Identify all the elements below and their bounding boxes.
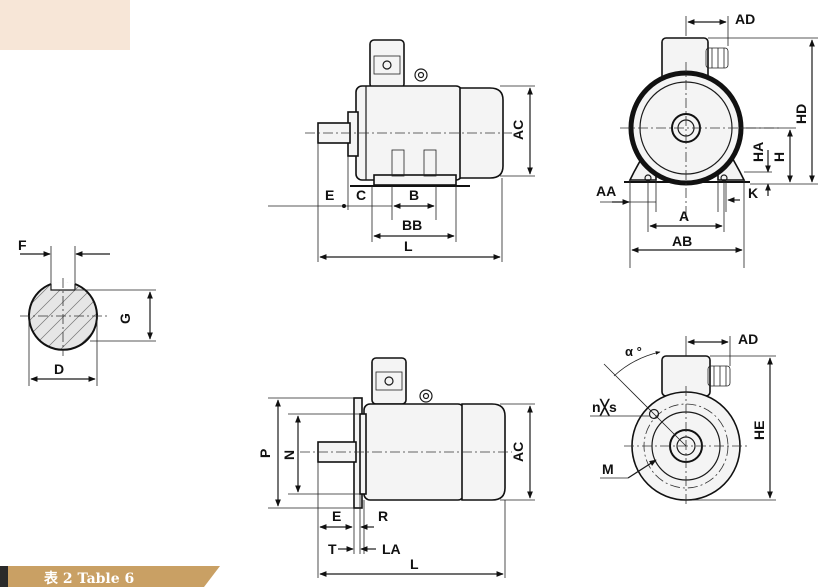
label-bb: BB [402,217,422,233]
bolt-hole-icon [648,408,660,420]
label-m: M [602,461,614,477]
label-hd: HD [793,104,809,124]
label-ac-top: AC [510,120,526,140]
label-e-bottom: E [332,508,341,524]
label-b: B [409,187,419,203]
footer-table-tab: 表 2 Table 6 [0,566,220,587]
side-view-foot-mounted: AC E C B BB L [268,39,535,262]
label-f: F [18,237,27,253]
label-l-bottom: L [410,556,419,572]
terminal-screw-icon [382,60,392,70]
label-p: P [257,449,273,458]
label-a: A [679,208,689,224]
shaft-cross-section: F G D [18,237,156,386]
terminal-box [369,39,405,89]
label-k: K [748,185,758,201]
label-he: HE [751,421,767,440]
terminal-box-flange [371,357,407,405]
label-n: N [281,450,297,460]
label-e-top: E [325,187,334,203]
mounting-feet [373,174,457,186]
label-nxs: n╳s [592,398,617,416]
label-alpha: α ° [625,344,642,359]
shaft-outline [28,283,98,351]
terminal-box-plug [373,55,401,75]
label-la: LA [382,541,401,557]
lifting-eye-flange-icon [419,389,433,403]
lifting-eye-icon [414,68,428,82]
label-ac-bottom: AC [510,442,526,462]
background-glow [0,0,130,50]
label-ha: HA [750,142,766,162]
label-t: T [328,541,337,557]
label-c: C [356,187,366,203]
label-ab: AB [672,233,692,249]
label-aa: AA [596,183,616,199]
label-d: D [54,361,64,377]
label-h: H [771,152,787,162]
side-view-flange-mounted: AC P N E R T LA L [257,357,535,578]
label-l-top: L [404,238,413,254]
label-ad-bottom: AD [738,331,758,347]
footer-tab-text: 表 2 Table 6 [43,570,134,587]
label-ad-top: AD [735,11,755,27]
label-r: R [378,508,388,524]
label-g: G [117,313,133,324]
front-view-foot-mounted: AD HD H HA AA K A AB [596,11,818,268]
front-view-flange-mounted: α ° AD HE n╳s M [590,331,776,506]
